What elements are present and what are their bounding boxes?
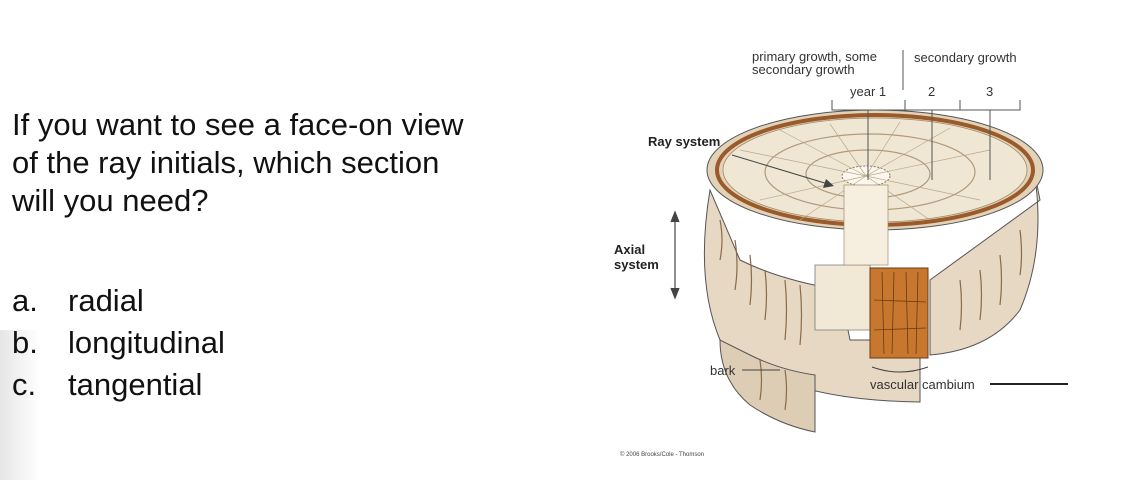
question-line-3: will you need? xyxy=(12,183,209,218)
option-c: c. tangential xyxy=(12,364,225,406)
option-a-text: radial xyxy=(68,283,144,318)
label-primary-growth-line2: secondary growth xyxy=(752,62,855,77)
label-secondary-growth: secondary growth xyxy=(914,50,1017,65)
inner-wood-face xyxy=(814,264,876,331)
bark-side-right xyxy=(929,149,1041,356)
cambium-cells xyxy=(873,271,927,355)
label-year-1: year 1 xyxy=(850,84,887,99)
label-axial-line1: Axial xyxy=(614,242,646,257)
label-year-3: 3 xyxy=(986,84,994,99)
option-a: a. radial xyxy=(12,280,225,322)
stem-illustration xyxy=(670,50,1068,433)
option-c-letter: c. xyxy=(12,367,37,402)
copyright-note: © 2006 Brooks/Cole - Thomson xyxy=(620,452,705,458)
option-c-text: tangential xyxy=(68,367,203,402)
question-line-2: of the ray initials, which section xyxy=(12,145,440,180)
label-bark: bark xyxy=(710,363,736,378)
label-vascular-cambium: vascular cambium xyxy=(870,377,975,392)
vascular-cambium-brace xyxy=(871,366,929,373)
rays xyxy=(739,121,991,221)
growth-brackets xyxy=(831,50,1021,180)
label-primary-growth-line1: primary growth, some xyxy=(752,49,877,64)
label-axial-system: Axial system xyxy=(614,242,659,272)
bark-streaks xyxy=(719,219,1023,411)
option-a-letter: a. xyxy=(12,283,38,318)
ray-system-pointer xyxy=(731,154,829,185)
pith-column xyxy=(843,184,889,266)
option-b-text: longitudinal xyxy=(68,325,225,360)
question-line-1: If you want to see a face-on view xyxy=(12,107,464,142)
axial-arrow xyxy=(670,210,680,300)
label-year-2: 2 xyxy=(928,84,936,99)
left-edge-shadow xyxy=(0,330,40,480)
question-text: If you want to see a face-on view of the… xyxy=(12,106,572,220)
wood-stem-diagram: primary growth, some secondary growth se… xyxy=(600,40,1140,470)
option-b: b. longitudinal xyxy=(12,322,225,364)
vascular-cambium-strip xyxy=(869,267,929,359)
answer-options: a. radial b. longitudinal c. tangential xyxy=(12,280,225,406)
ray-system-arrowhead xyxy=(823,179,834,188)
label-primary-growth: primary growth, some secondary growth xyxy=(752,50,877,76)
option-b-letter: b. xyxy=(12,325,38,360)
label-axial-line2: system xyxy=(614,257,659,272)
bark-front-strip xyxy=(719,339,816,433)
label-ray-system: Ray system xyxy=(648,134,721,149)
